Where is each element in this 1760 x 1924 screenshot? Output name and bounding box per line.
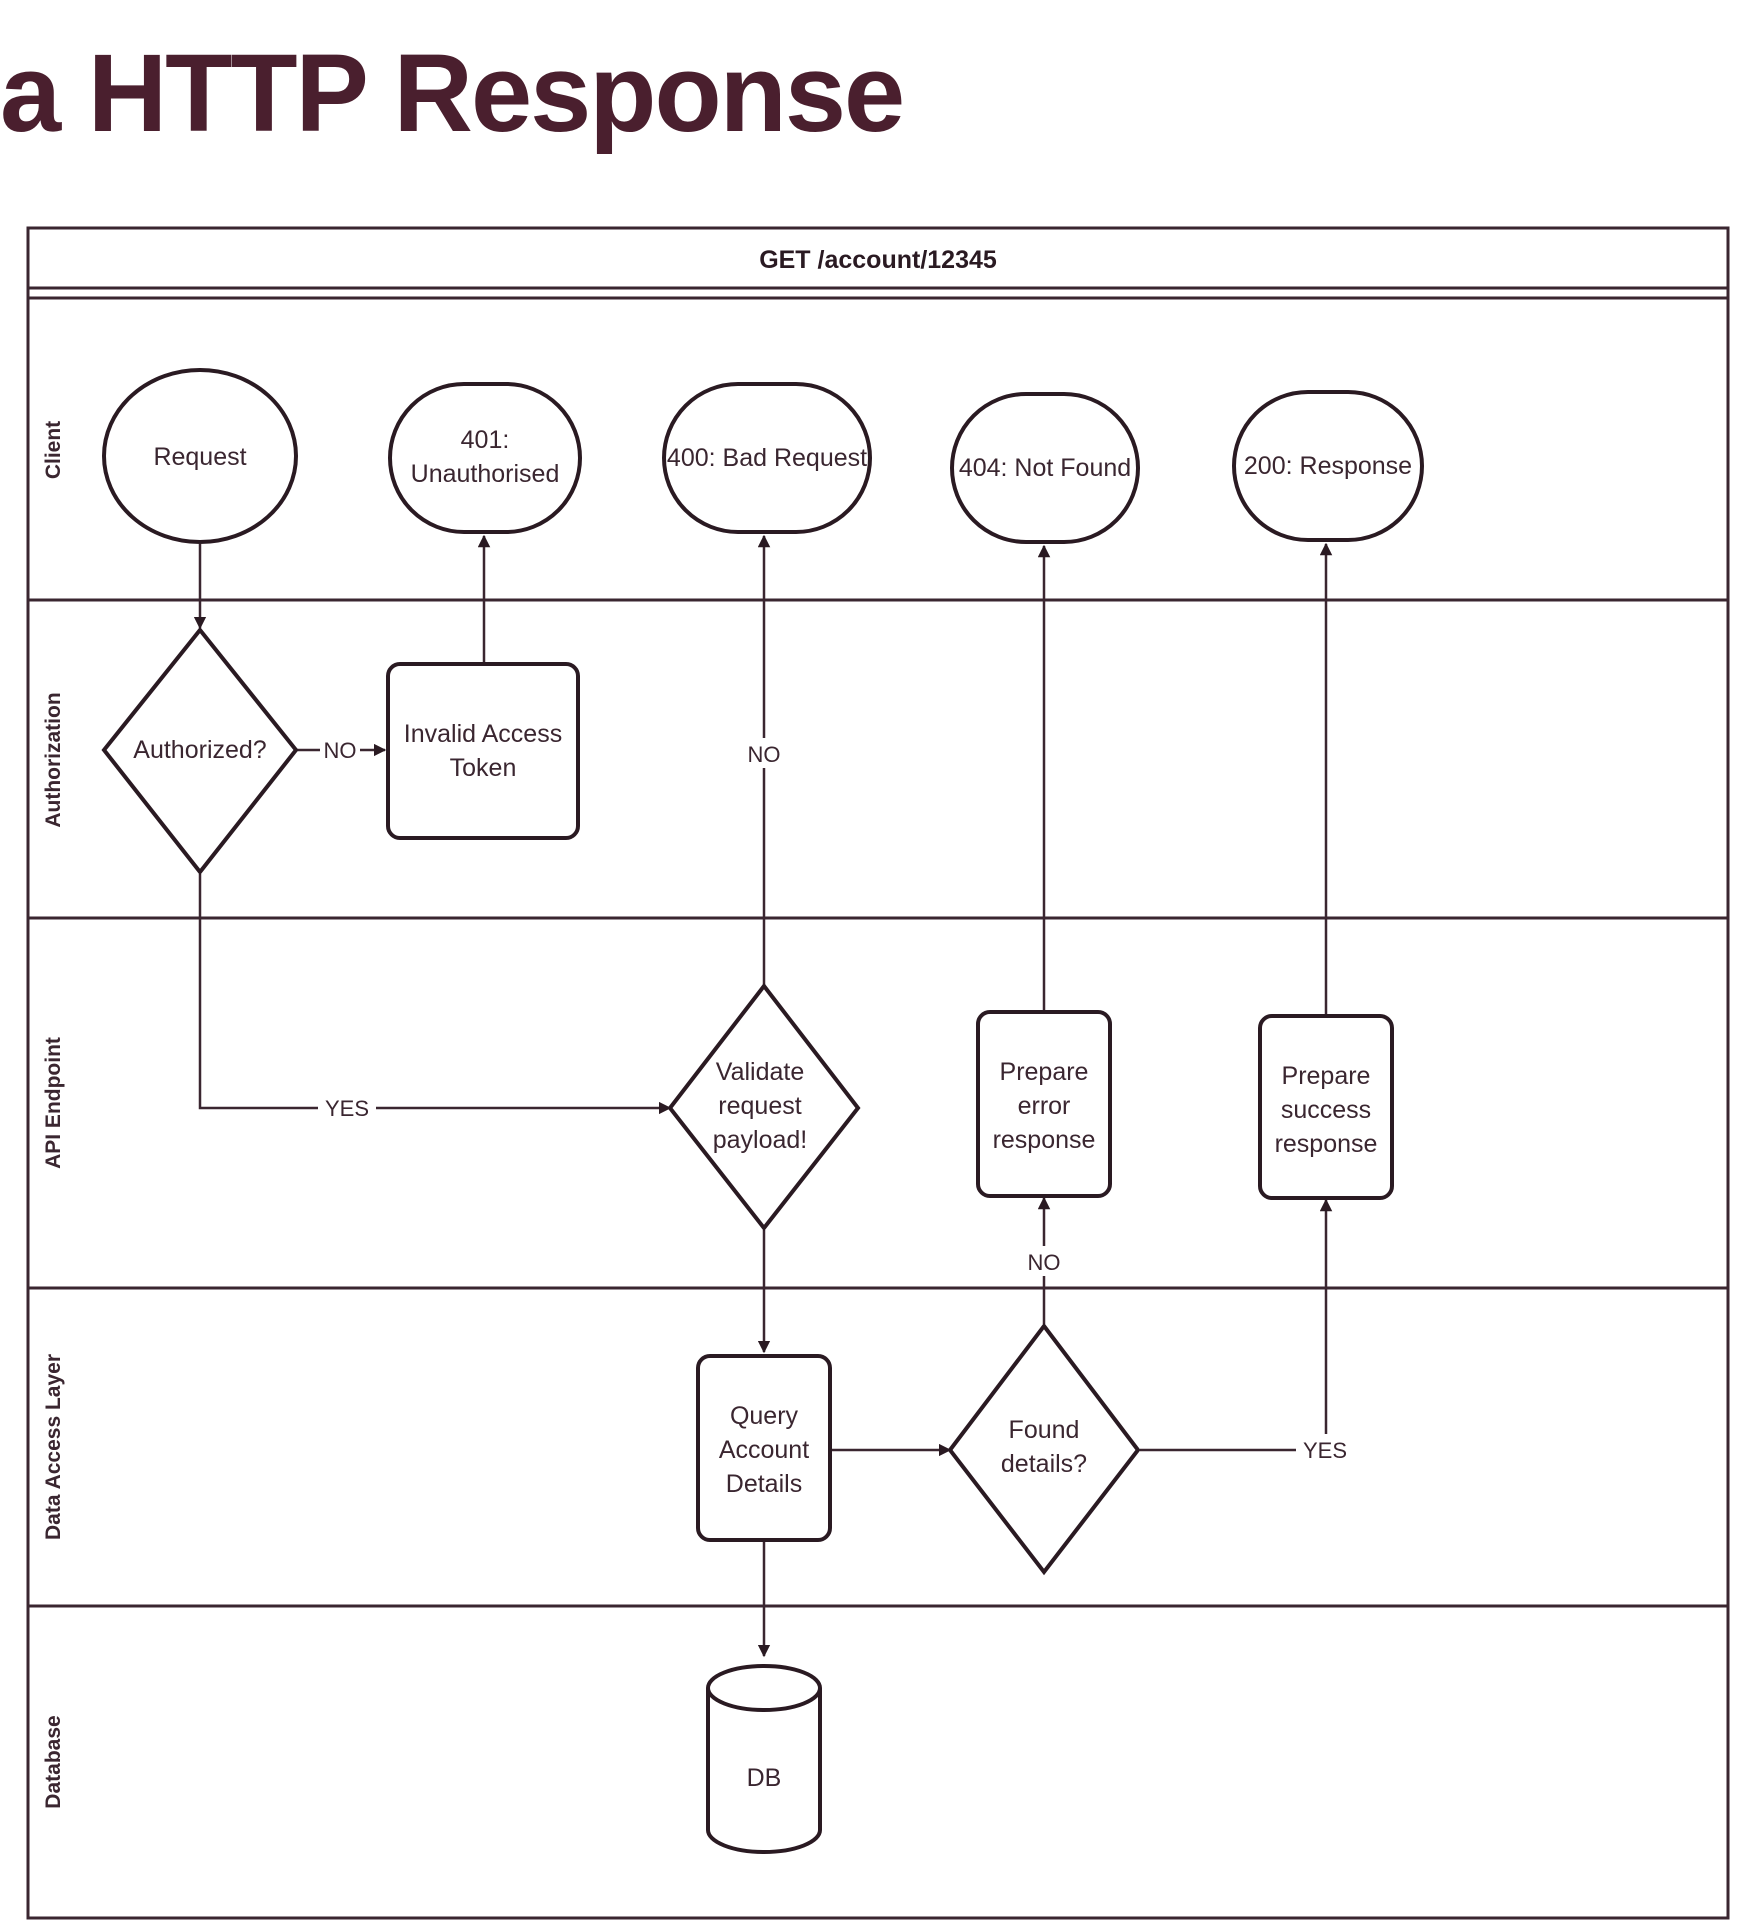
edge-label-bg — [742, 738, 786, 768]
edge-authorized-yes — [198, 874, 672, 1115]
node-validate-line3: payload! — [713, 1126, 808, 1154]
node-found-decision — [947, 1322, 1141, 1576]
node-404-not-found — [950, 392, 1140, 544]
node-authorized-label: Authorized? — [133, 736, 266, 764]
node-prepare-error-response — [976, 1010, 1112, 1198]
page-heading: a HTTP Response — [0, 32, 905, 155]
node-400-label: 400: Bad Request — [667, 444, 867, 472]
node-request-label: Request — [153, 443, 246, 471]
node-found-line2: details? — [1001, 1450, 1087, 1478]
lane-label-authorization: Authorization — [42, 692, 65, 827]
node-401-line1: 401: — [461, 426, 510, 454]
edge-label-bg — [318, 1092, 376, 1122]
node-prepare-success-line1: Prepare — [1282, 1062, 1371, 1090]
diagram-frame — [26, 226, 1730, 1920]
node-found-line1: Found — [1009, 1416, 1080, 1444]
node-db-label: DB — [747, 1764, 782, 1792]
edge-label-found-yes: YES — [1303, 1438, 1347, 1463]
lane-label-data-access-layer: Data Access Layer — [42, 1354, 65, 1540]
edge-label-found-no: NO — [1028, 1250, 1061, 1275]
edge-label-bg — [1024, 1246, 1066, 1276]
node-db-cylinder — [706, 1664, 822, 1854]
node-prepare-success-response — [1258, 1014, 1394, 1200]
node-200-label: 200: Response — [1244, 452, 1412, 480]
node-invalid-line1: Invalid Access — [404, 720, 562, 748]
node-401-line2: Unauthorised — [411, 460, 560, 488]
node-validate-decision — [667, 982, 861, 1232]
node-authorized-decision — [101, 626, 299, 876]
node-query-line2: Account — [719, 1436, 809, 1464]
edge-label-auth-yes: YES — [325, 1096, 369, 1121]
node-prepare-error-line2: error — [1018, 1092, 1071, 1120]
node-invalid-access-token — [386, 662, 580, 840]
node-query-line3: Details — [726, 1470, 802, 1498]
node-invalid-line2: Token — [450, 754, 517, 782]
node-validate-line2: request — [718, 1092, 801, 1120]
edge-found-yes — [1140, 1198, 1333, 1452]
edge-label-validate-no: NO — [748, 742, 781, 767]
node-401-unauthorised — [388, 382, 582, 534]
node-prepare-success-line2: success — [1281, 1096, 1371, 1124]
node-query-line1: Query — [730, 1402, 799, 1430]
lane-label-database: Database — [42, 1715, 65, 1808]
lane-label-api-endpoint: API Endpoint — [42, 1037, 65, 1169]
edge-label-bg — [1296, 1434, 1352, 1464]
node-prepare-error-line1: Prepare — [1000, 1058, 1089, 1086]
node-validate-line1: Validate — [716, 1058, 805, 1086]
node-prepare-success-line3: response — [1275, 1130, 1378, 1158]
lane-label-client: Client — [42, 421, 65, 479]
node-404-label: 404: Not Found — [959, 454, 1131, 482]
node-prepare-error-line3: response — [993, 1126, 1096, 1154]
node-query-account-details — [696, 1354, 832, 1542]
node-request — [102, 368, 298, 544]
diagram-title: GET /account/12345 — [759, 246, 997, 274]
edge-label-auth-no: NO — [324, 738, 357, 763]
node-400-bad-request — [662, 382, 872, 534]
edge-label-bg — [320, 736, 360, 764]
node-200-response — [1232, 390, 1424, 542]
